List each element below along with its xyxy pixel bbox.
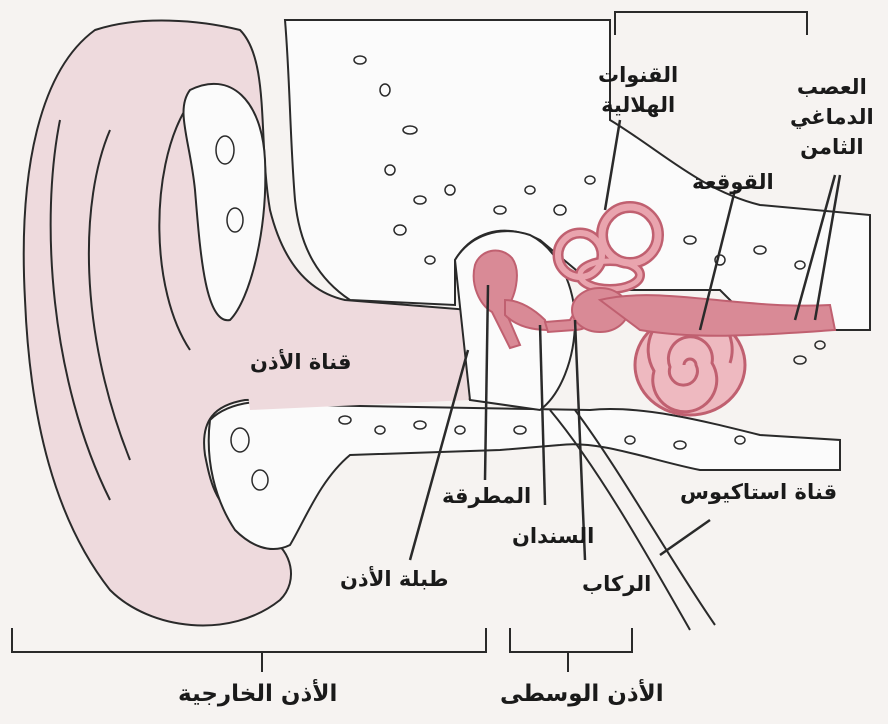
label-semicircular-canals: القنوات الهلالية bbox=[598, 60, 678, 120]
inner-ear-bracket bbox=[615, 12, 807, 35]
upper-bone bbox=[285, 20, 870, 330]
label-middle-ear: الأذن الوسطى bbox=[500, 680, 664, 708]
label-hammer: المطرقة bbox=[442, 482, 531, 510]
outer-ear-bracket bbox=[12, 628, 486, 672]
label-ear-canal: قناة الأذن bbox=[250, 348, 351, 376]
label-stirrup: الركاب bbox=[582, 570, 651, 598]
middle-ear-bracket bbox=[510, 628, 632, 672]
label-eighth-nerve: العصب الدماغي الثامن bbox=[790, 72, 874, 162]
label-eustachian-tube: قناة استاكيوس bbox=[680, 478, 837, 506]
label-anvil: السندان bbox=[512, 522, 594, 550]
label-eardrum: طبلة الأذن bbox=[340, 565, 449, 593]
label-cochlea: القوقعة bbox=[692, 168, 774, 196]
label-outer-ear: الأذن الخارجية bbox=[178, 680, 337, 708]
